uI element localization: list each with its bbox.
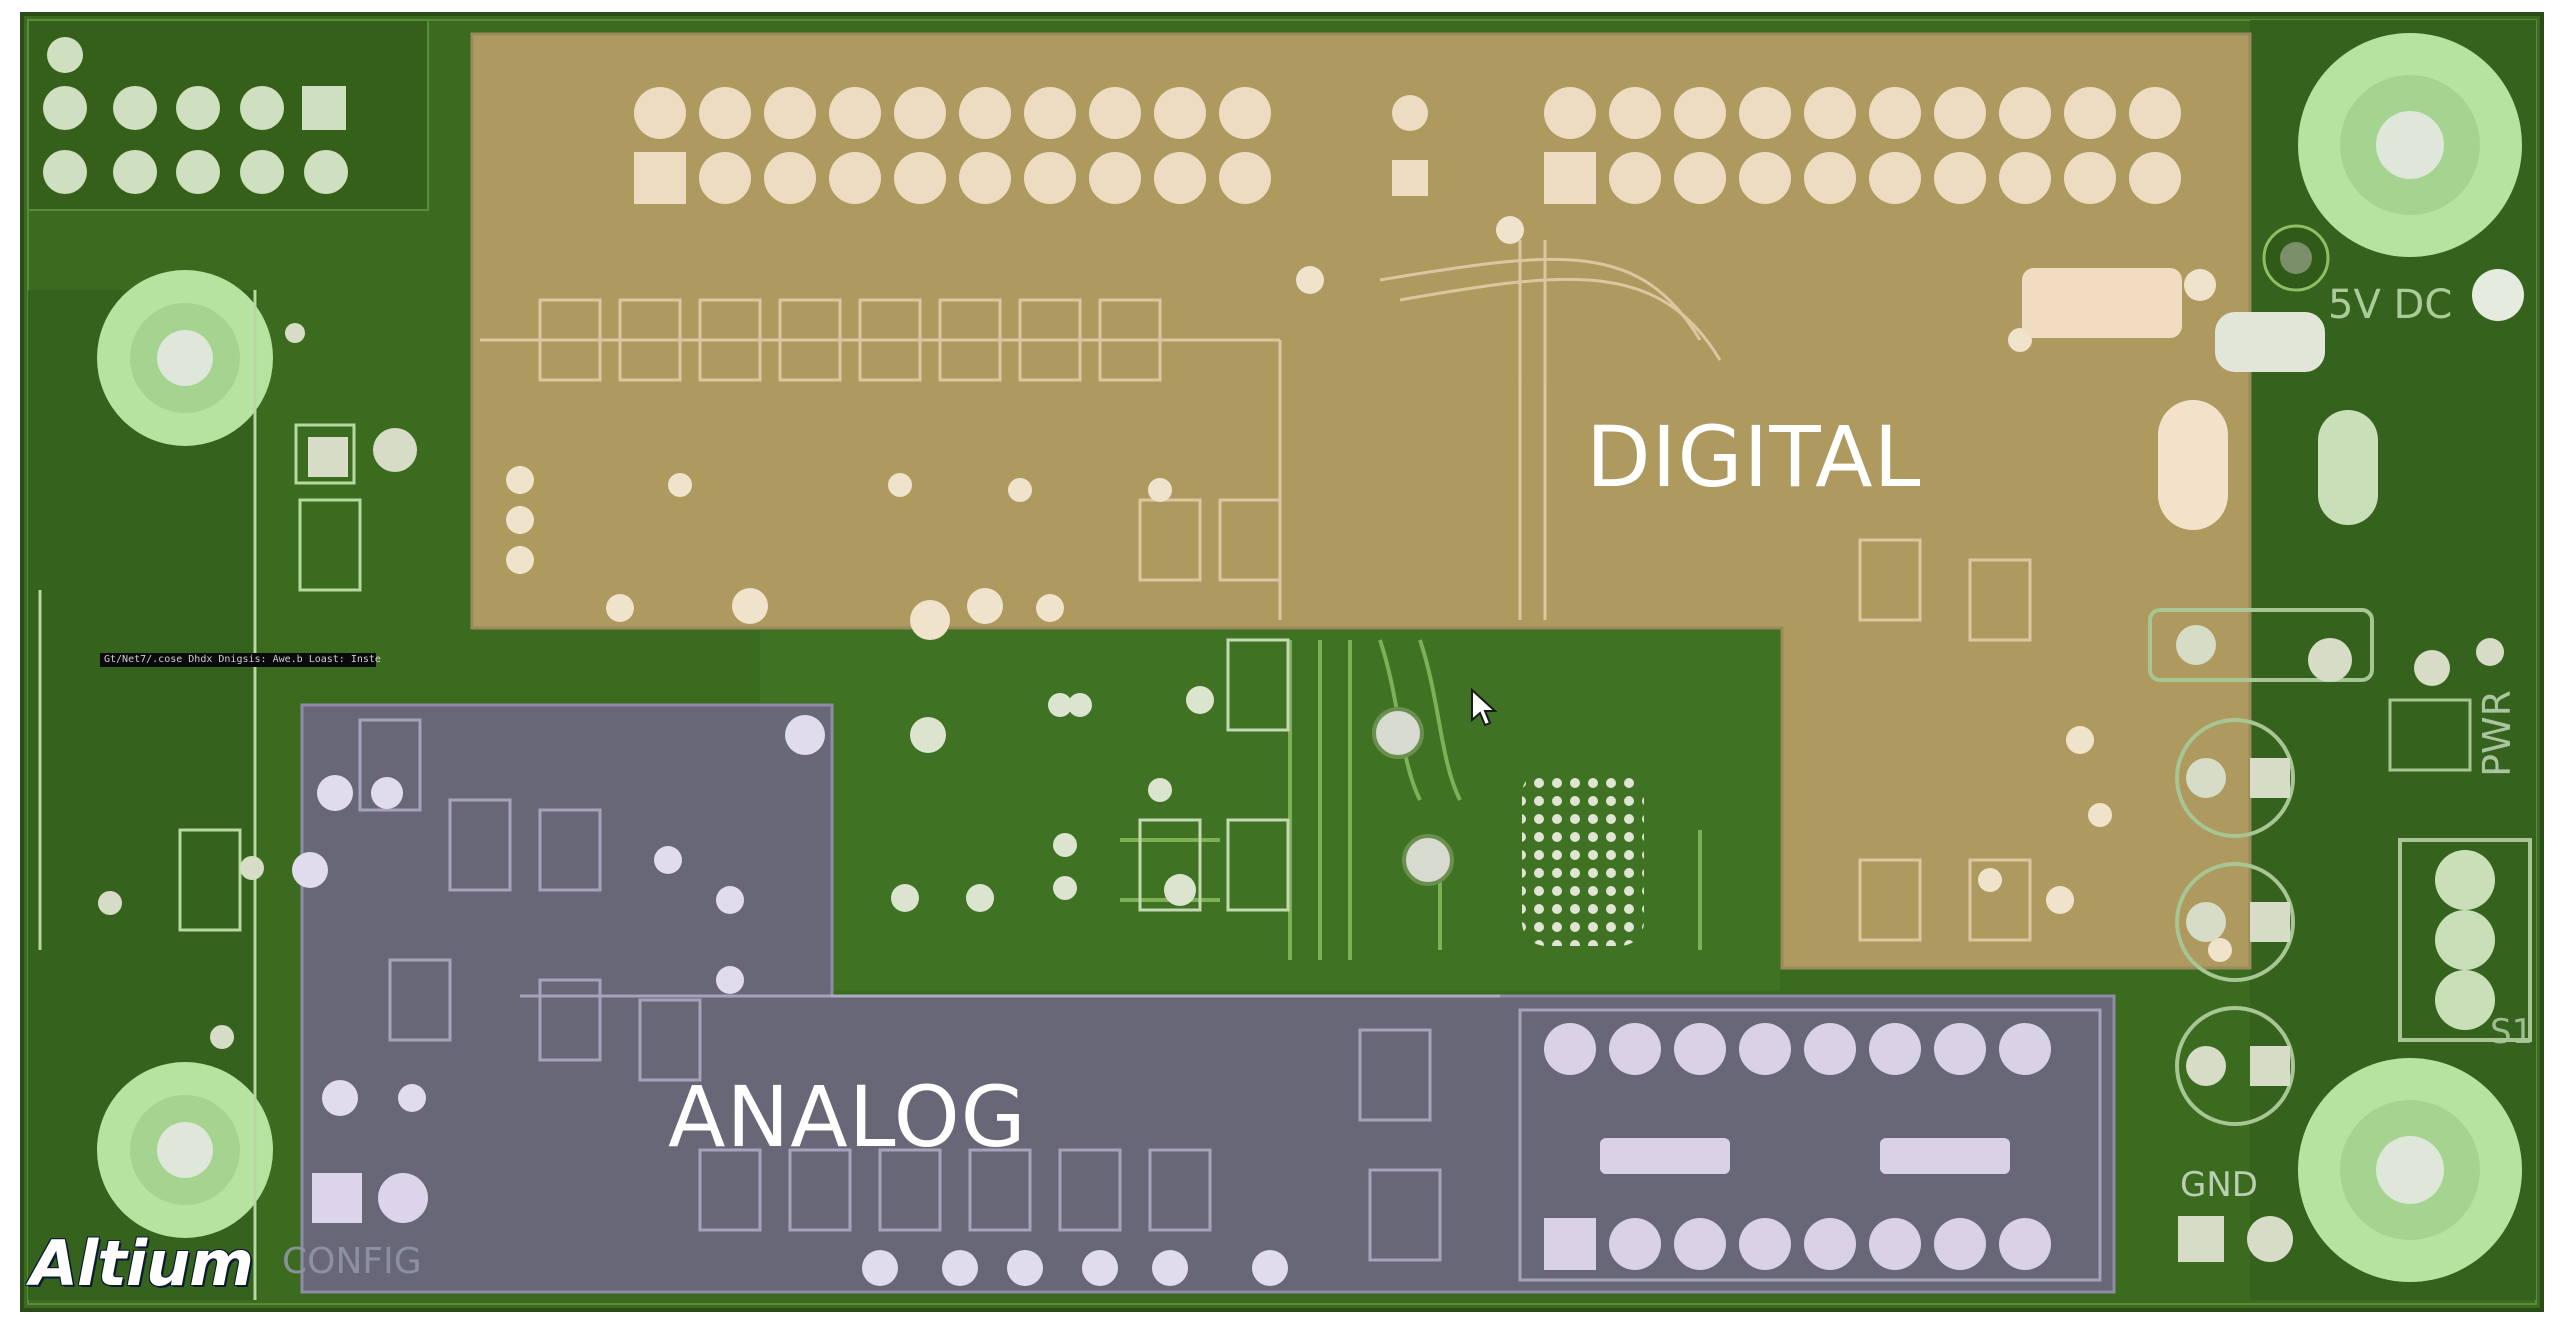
center-footprints [1138, 638, 1290, 912]
mounting-hole-bottom-right [2298, 1058, 2522, 1282]
silkscreen-pwr: PWR [2475, 690, 2519, 777]
silkscreen-config: CONFIG [282, 1241, 422, 1282]
capacitor-c3 [2175, 1006, 2295, 1126]
altium-logo: Altium [30, 1227, 254, 1300]
header-pins-topleft [43, 37, 348, 194]
left-components [38, 290, 362, 1300]
arrow-pointer-icon [1471, 687, 1498, 727]
digital-vias [506, 216, 2232, 962]
mounting-hole-bottom-left [97, 1062, 273, 1238]
digital-zone-label: DIGITAL [1586, 408, 1922, 506]
capacitor-c1 [2175, 718, 2295, 838]
mounting-hole-top-left [97, 270, 273, 446]
mounting-hole-top-right [2298, 33, 2522, 257]
analog-header-top [1544, 1023, 2051, 1075]
via-array [1522, 770, 1644, 946]
switch-s1 [2398, 838, 2532, 1042]
digital-header-left [634, 87, 1271, 204]
digital-header-right [1544, 87, 2181, 204]
digital-components [480, 240, 2032, 942]
analog-vias [292, 715, 1288, 1286]
center-vias [891, 686, 1214, 912]
analog-header-bottom [1544, 1218, 2051, 1270]
silkscreen-gnd: GND [2180, 1165, 2258, 1205]
power-jack [2215, 224, 2524, 372]
center-routing [1120, 639, 1702, 960]
power-header [2148, 608, 2504, 772]
digital-zone[interactable] [470, 32, 2252, 970]
analog-zone-label: ANALOG [668, 1068, 1027, 1166]
test-points [1372, 707, 1454, 886]
analog-components [358, 718, 2102, 1282]
digital-small-header [1392, 95, 1428, 196]
header-block-topleft [27, 19, 429, 211]
gnd-jumper [2178, 1216, 2293, 1262]
analog-resistor-networks [1600, 1138, 2010, 1174]
silkscreen-5v-dc: 5V DC [2328, 282, 2453, 328]
silkscreen-s1: S1 [2490, 1012, 2534, 1052]
digital-connector [2022, 268, 2182, 338]
left-pads [98, 323, 417, 1049]
right-oval-pad [2318, 410, 2378, 525]
net-info-readout: Gt/Net7/.cose Dhdx Dnigsis: Awe.b Loast:… [100, 653, 381, 667]
capacitor-c2 [2175, 862, 2295, 982]
config-jumper [312, 1173, 428, 1223]
digital-crystal [2158, 400, 2228, 530]
